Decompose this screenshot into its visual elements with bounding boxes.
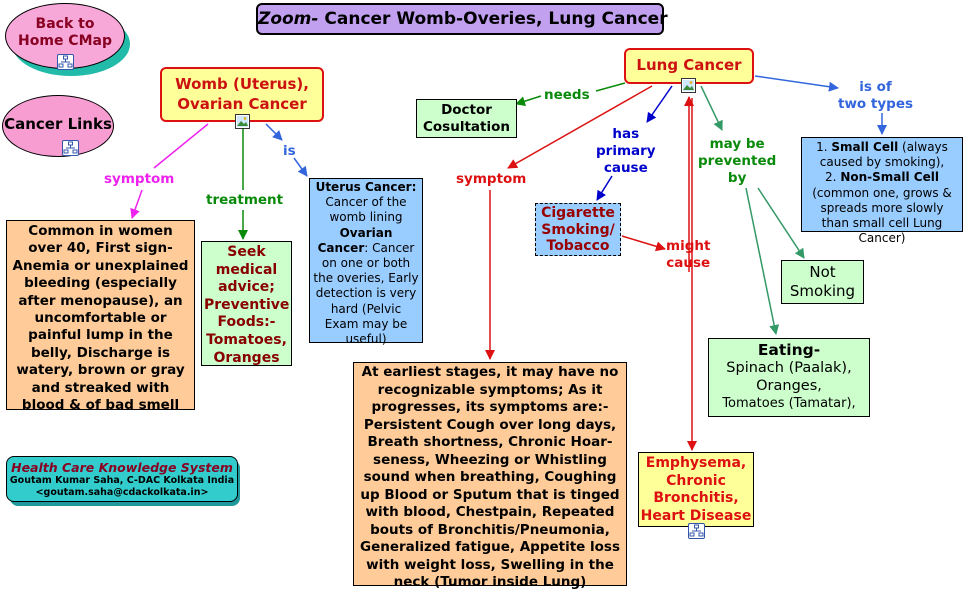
cigarette-smoking-text: Cigarette Smoking/ Tobacco [541, 205, 615, 254]
lung-types-line2: two types [838, 96, 914, 112]
eating-line2: Oranges, [756, 378, 822, 394]
back-home-line2: Home CMap [18, 33, 112, 49]
eating-line3: Tomatoes (Tamatar), [722, 396, 856, 411]
not-smoking-node: Not Smoking [781, 260, 864, 304]
image-icon[interactable] [681, 78, 696, 93]
image-icon[interactable] [235, 114, 250, 129]
doctor-consultation-text: Doctor Cosultation [423, 102, 510, 135]
womb-symptom-link-label: symptom [104, 171, 175, 187]
womb-symptom-connector [130, 123, 209, 219]
small-cell-heading: Small Cell [831, 140, 899, 154]
lung-needs-connector [515, 82, 626, 107]
womb-cancer-node[interactable]: Womb (Uterus), Ovarian Cancer [160, 67, 324, 122]
womb-is-link-label: is [283, 143, 296, 159]
eating-heading: Eating- [757, 341, 821, 359]
womb-symptom-text: Common in women over 40, First sign-Anem… [12, 223, 189, 414]
cmap-link-icon[interactable] [688, 523, 705, 539]
lung-cause-line1: has [612, 126, 640, 142]
non-small-cell-heading: Non-Small Cell [840, 170, 939, 185]
title-text: Cancer Womb-Overies, Lung Cancer [324, 9, 668, 29]
not-smoking-text: Not Smoking [789, 263, 856, 300]
credits-author: Goutam Kumar Saha, C-DAC Kolkata India [9, 475, 235, 486]
credits-title: Health Care Knowledge System [11, 460, 233, 475]
eating-line1: Spinach (Paalak), [726, 360, 852, 376]
ovarian-cancer-text: : Cancer on one or both the overies, Ear… [313, 240, 419, 347]
lung-prevented-connector [700, 85, 805, 335]
lung-might-connector [621, 96, 697, 451]
cmap-link-icon[interactable] [62, 140, 79, 156]
type1-number: 1. [816, 140, 828, 154]
non-small-cell-text: (common one, grows & spreads more slowly… [812, 185, 952, 246]
womb-line1: Womb (Uterus), [175, 75, 309, 93]
small-cell-text: (always caused by smoking), [819, 140, 948, 170]
lung-prevented-line1: may be [709, 136, 765, 152]
lung-cause-line3: cause [603, 160, 648, 176]
lung-types-link-label: is of two types [838, 79, 913, 113]
lung-cause-connector [596, 85, 673, 201]
doctor-consultation-node: Doctor Cosultation [416, 99, 517, 138]
lung-symptom-text: At earliest stages, it may have no recog… [359, 364, 621, 590]
womb-symptom-node: Common in women over 40, First sign-Anem… [6, 220, 195, 414]
lung-prevented-link-label: may be prevented by [698, 136, 776, 187]
page-title: Zoom- Cancer Womb-Overies, Lung Cancer [256, 3, 668, 35]
lung-types-node: 1. Small Cell (always caused by smoking)… [801, 137, 963, 245]
uterus-cancer-text: Cancer of the womb lining [325, 195, 407, 225]
credits-email[interactable]: <goutam.saha@cdackolkata.in> [35, 487, 209, 498]
title-zoom: Zoom- [258, 9, 319, 29]
lung-might-line1: might [666, 238, 711, 254]
emphysema-node: Emphysema, Chronic Bronchitis, Heart Dis… [638, 452, 754, 527]
womb-treatment-text: Seek medical advice; Preventive Foods:- … [204, 244, 290, 366]
cancer-links-label: Cancer Links [4, 115, 112, 133]
ovarian-cancer-heading: Ovarian Cancer [317, 225, 393, 255]
womb-is-connector [265, 123, 308, 177]
eating-node: Eating- Spinach (Paalak), Oranges, Tomat… [708, 338, 870, 417]
womb-treatment-link-label: treatment [206, 192, 284, 208]
lung-symptom-connector [485, 85, 653, 360]
uterus-cancer-heading: Uterus Cancer: [315, 180, 417, 194]
credits-box: Health Care Knowledge System Goutam Kuma… [6, 456, 238, 502]
lung-prevented-line3: by [727, 170, 747, 186]
cmap-link-icon[interactable] [57, 54, 74, 70]
lung-types-line1: is of [859, 79, 892, 95]
womb-line2: Ovarian Cancer [177, 95, 307, 113]
back-home-line1: Back to [35, 16, 95, 32]
lung-cause-link-label: has primary cause [596, 126, 656, 177]
lung-might-line2: cause [666, 255, 711, 271]
lung-cancer-title: Lung Cancer [636, 56, 742, 74]
cancer-links-button[interactable]: Cancer Links [2, 95, 114, 157]
womb-type-node: Uterus Cancer: Cancer of the womb lining… [309, 178, 423, 347]
type2-number: 2. [825, 170, 837, 185]
cigarette-smoking-node: Cigarette Smoking/ Tobacco [535, 203, 621, 256]
lung-types-connector [754, 75, 887, 135]
emphysema-text: Emphysema, Chronic Bronchitis, Heart Dis… [640, 455, 752, 524]
lung-symptom-link-label: symptom [456, 171, 527, 187]
lung-prevented-line2: prevented [698, 153, 777, 169]
lung-symptom-node: At earliest stages, it may have no recog… [353, 362, 627, 590]
lung-cause-line2: primary [596, 143, 656, 159]
lung-needs-link-label: needs [544, 87, 590, 103]
lung-might-link-label: might cause [666, 238, 710, 272]
womb-treatment-node: Seek medical advice; Preventive Foods:- … [201, 241, 292, 366]
